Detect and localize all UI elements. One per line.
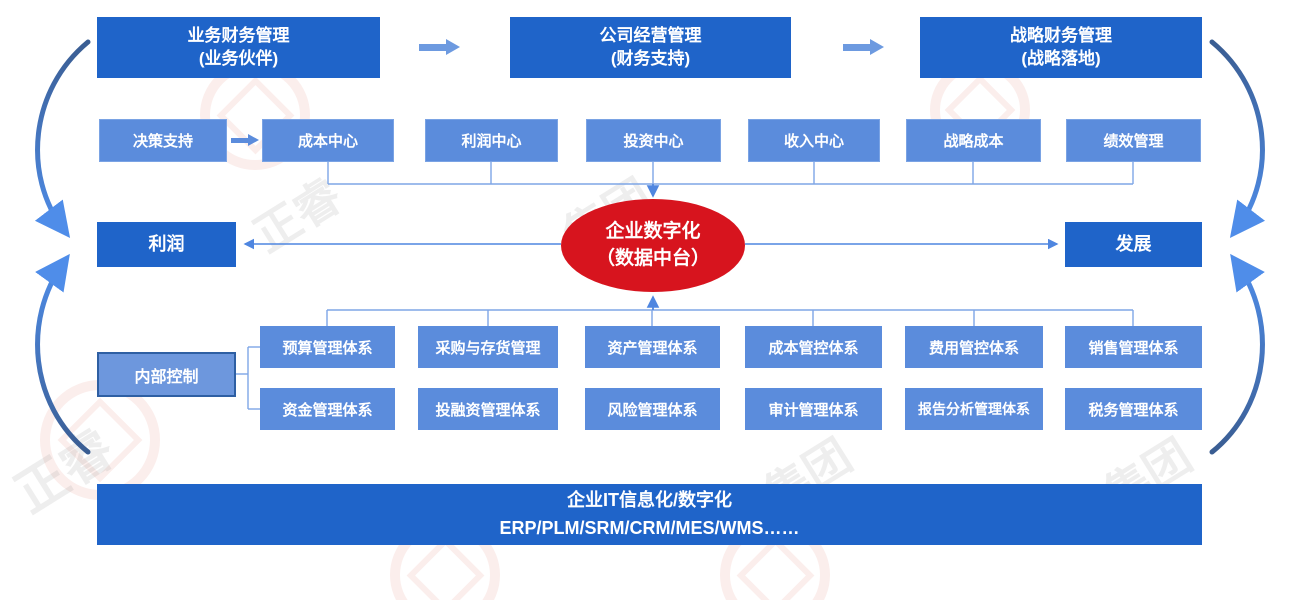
- box-tax-system: 税务管理体系: [1065, 388, 1202, 430]
- flow-arrow-icon: [843, 39, 885, 56]
- box-profit: 利润: [97, 222, 236, 267]
- box-title: 公司经营管理: [599, 25, 702, 45]
- small-arrow-icon: [231, 134, 259, 147]
- box-funds-system: 资金管理体系: [260, 388, 395, 430]
- box-title: 战略财务管理: [1010, 25, 1112, 45]
- box-company-operation: 公司经营管理 (财务支持): [510, 17, 791, 78]
- box-sales-system: 销售管理体系: [1065, 326, 1202, 368]
- box-subtitle: (战略落地): [1021, 48, 1101, 68]
- box-title: 业务财务管理: [187, 25, 290, 45]
- box-audit-system: 审计管理体系: [745, 388, 882, 430]
- box-development: 发展: [1065, 222, 1202, 267]
- box-asset-system: 资产管理体系: [585, 326, 720, 368]
- box-strategic-cost: 战略成本: [906, 119, 1041, 162]
- box-strategic-finance: 战略财务管理 (战略落地): [920, 17, 1202, 78]
- box-internal-control: 内部控制: [97, 352, 236, 397]
- banner-line1: 企业IT信息化/数字化: [567, 489, 732, 510]
- box-decision-support: 决策支持: [99, 119, 227, 162]
- box-revenue-center: 收入中心: [748, 119, 880, 162]
- box-cost-center: 成本中心: [262, 119, 394, 162]
- box-cost-control-system: 成本管控体系: [745, 326, 882, 368]
- banner-line2: ERP/PLM/SRM/CRM/MES/WMS……: [499, 517, 800, 538]
- it-digitalization-banner: 企业IT信息化/数字化 ERP/PLM/SRM/CRM/MES/WMS……: [97, 484, 1202, 545]
- hub-line1: 企业数字化: [605, 220, 701, 242]
- flow-arrow-icon: [419, 39, 461, 56]
- box-expense-control-system: 费用管控体系: [905, 326, 1043, 368]
- box-profit-center: 利润中心: [425, 119, 558, 162]
- box-investment-financing-system: 投融资管理体系: [418, 388, 558, 430]
- box-subtitle: (业务伙伴): [198, 48, 279, 68]
- watermark-text: 正睿: [244, 169, 351, 262]
- hub-enterprise-digitalization: 企业数字化 （数据中台）: [561, 199, 745, 292]
- box-risk-system: 风险管理体系: [585, 388, 720, 430]
- box-report-analysis-system: 报告分析管理体系: [905, 388, 1043, 430]
- box-investment-center: 投资中心: [586, 119, 721, 162]
- box-business-finance: 业务财务管理 (业务伙伴): [97, 17, 380, 78]
- box-budget-system: 预算管理体系: [260, 326, 395, 368]
- hub-line2: （数据中台）: [595, 247, 710, 269]
- box-subtitle: (财务支持): [610, 48, 691, 68]
- box-procurement-inventory: 采购与存货管理: [418, 326, 558, 368]
- box-performance-mgmt: 绩效管理: [1066, 119, 1201, 162]
